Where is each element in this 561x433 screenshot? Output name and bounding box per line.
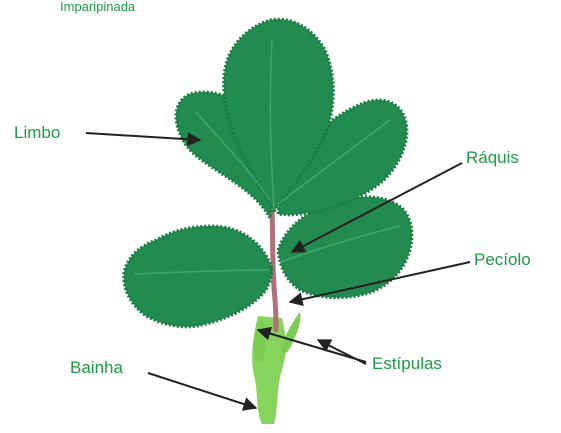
label-peciolo: Pecíolo	[474, 251, 531, 268]
label-raquis: Ráquis	[466, 149, 519, 166]
pointer-bainha	[148, 373, 256, 408]
leaflet-lower-left	[124, 226, 272, 327]
stipule-left	[253, 318, 265, 363]
diagram-title: Imparipinada	[60, 0, 135, 13]
label-bainha: Bainha	[70, 359, 123, 376]
label-limbo: Limbo	[14, 124, 60, 141]
pointer-estipulas-2	[318, 340, 366, 364]
label-estipulas: Estípulas	[372, 355, 442, 372]
